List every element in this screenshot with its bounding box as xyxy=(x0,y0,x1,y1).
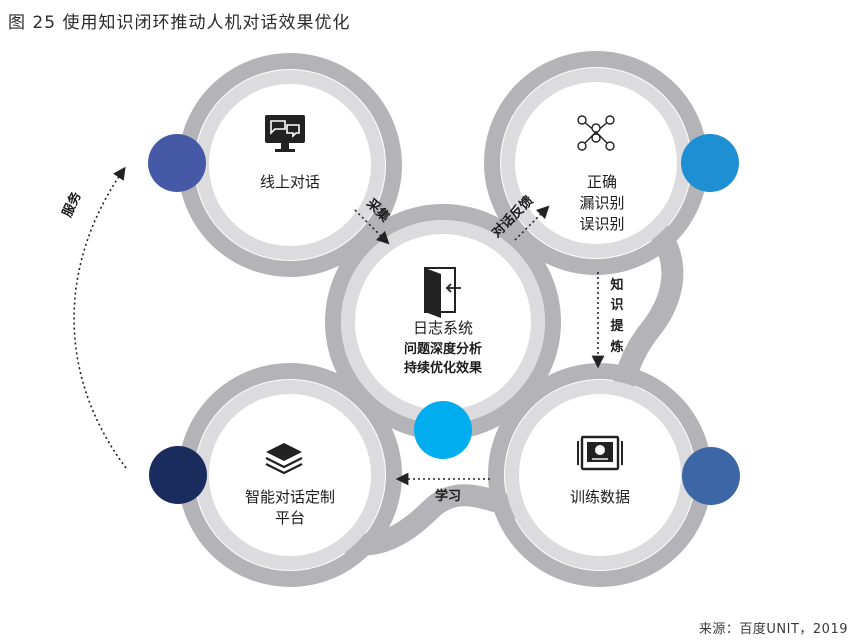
flow-knowledge-extract-char-3: 提 xyxy=(610,318,624,334)
dot-feedback xyxy=(681,134,739,192)
log-system-bold-2: 持续优化效果 xyxy=(404,360,482,376)
dot-online-dialog xyxy=(148,134,206,192)
flow-knowledge-extract-char-1: 知 xyxy=(610,277,623,293)
flow-learn: 学习 xyxy=(395,472,490,504)
door-exit-icon xyxy=(424,267,461,318)
node-online-dialog: 线上对话 xyxy=(178,53,402,277)
node-platform: 智能对话定制 平台 xyxy=(178,363,402,587)
flow-knowledge-extract: 知 识 提 炼 xyxy=(591,272,624,369)
log-system-bold-1: 问题深度分析 xyxy=(404,341,482,357)
document-chart-icon xyxy=(577,435,623,471)
training-data-label: 训练数据 xyxy=(570,488,630,506)
dot-platform xyxy=(149,446,207,504)
log-system-label: 日志系统 xyxy=(413,319,473,337)
dot-log-system xyxy=(414,401,472,459)
flow-learn-label: 学习 xyxy=(435,488,461,504)
network-icon xyxy=(577,115,615,151)
flow-serve: 服务 xyxy=(59,166,127,469)
monitor-chat-icon xyxy=(265,115,305,152)
feedback-line-2: 漏识别 xyxy=(579,194,624,212)
layers-icon xyxy=(265,443,303,475)
flow-serve-label: 服务 xyxy=(59,188,85,219)
online-dialog-label: 线上对话 xyxy=(260,173,320,191)
dot-training-data xyxy=(682,447,740,505)
flow-knowledge-extract-char-2: 识 xyxy=(610,298,623,313)
source-note: 来源：百度UNIT，2019 xyxy=(698,622,848,637)
feedback-line-1: 正确 xyxy=(587,173,617,191)
platform-line-2: 平台 xyxy=(275,509,305,527)
figure-title: 图 25 使用知识闭环推动人机对话效果优化 xyxy=(8,13,351,33)
feedback-line-3: 误识别 xyxy=(579,215,624,233)
flow-knowledge-extract-char-4: 炼 xyxy=(610,339,623,355)
platform-line-1: 智能对话定制 xyxy=(245,488,335,506)
node-log-system: 日志系统 问题深度分析 持续优化效果 xyxy=(325,204,561,440)
